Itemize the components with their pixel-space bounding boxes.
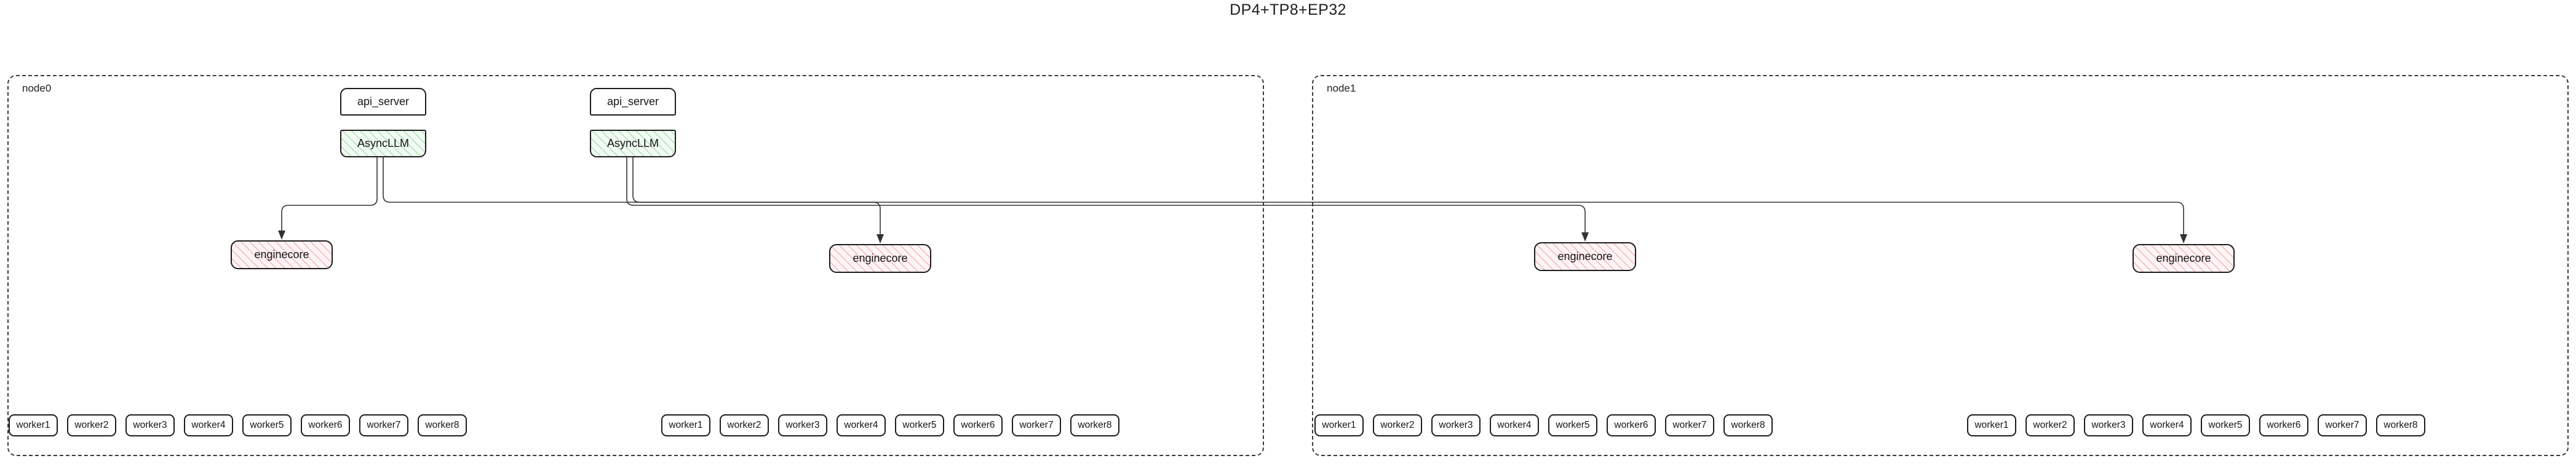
- worker-box[interactable]: worker8: [418, 414, 467, 436]
- worker-box[interactable]: worker8: [1070, 414, 1119, 436]
- worker-box[interactable]: worker6: [301, 414, 350, 436]
- node-cluster-label: node0: [22, 82, 52, 94]
- worker-box[interactable]: worker3: [1431, 414, 1481, 436]
- worker-box[interactable]: worker2: [720, 414, 769, 436]
- worker-box[interactable]: worker2: [1373, 414, 1422, 436]
- worker-box[interactable]: worker2: [2025, 414, 2075, 436]
- worker-box[interactable]: worker4: [184, 414, 233, 436]
- node-cluster-label: node1: [1327, 82, 1356, 94]
- api-server-box[interactable]: api_server: [340, 88, 426, 116]
- worker-box[interactable]: worker4: [2142, 414, 2192, 436]
- enginecore-box[interactable]: enginecore: [829, 244, 931, 273]
- worker-box[interactable]: worker3: [778, 414, 827, 436]
- node-cluster-node0: node0: [7, 75, 1264, 456]
- node-cluster-node1: node1: [1312, 75, 2569, 456]
- async-llm-box[interactable]: AsyncLLM: [340, 130, 426, 157]
- worker-box[interactable]: worker8: [2376, 414, 2425, 436]
- api-server-box[interactable]: api_server: [590, 88, 676, 116]
- enginecore-box[interactable]: enginecore: [1534, 242, 1636, 271]
- worker-box[interactable]: worker1: [661, 414, 710, 436]
- worker-box[interactable]: worker4: [837, 414, 886, 436]
- worker-box[interactable]: worker6: [953, 414, 1003, 436]
- page-title: DP4+TP8+EP32: [1230, 1, 1346, 18]
- worker-box[interactable]: worker6: [2259, 414, 2308, 436]
- worker-box[interactable]: worker5: [895, 414, 944, 436]
- worker-box[interactable]: worker1: [1967, 414, 2016, 436]
- worker-box[interactable]: worker5: [1548, 414, 1597, 436]
- worker-box[interactable]: worker1: [1314, 414, 1364, 436]
- worker-box[interactable]: worker1: [9, 414, 58, 436]
- async-llm-box[interactable]: AsyncLLM: [590, 130, 676, 157]
- worker-box[interactable]: worker8: [1723, 414, 1773, 436]
- worker-box[interactable]: worker5: [2201, 414, 2250, 436]
- worker-box[interactable]: worker3: [2084, 414, 2133, 436]
- worker-box[interactable]: worker7: [1012, 414, 1061, 436]
- enginecore-box[interactable]: enginecore: [2133, 244, 2235, 273]
- worker-box[interactable]: worker5: [242, 414, 292, 436]
- worker-box[interactable]: worker3: [125, 414, 175, 436]
- worker-box[interactable]: worker7: [2318, 414, 2367, 436]
- worker-box[interactable]: worker7: [1665, 414, 1714, 436]
- worker-box[interactable]: worker2: [67, 414, 116, 436]
- worker-box[interactable]: worker7: [359, 414, 408, 436]
- worker-box[interactable]: worker6: [1607, 414, 1656, 436]
- worker-box[interactable]: worker4: [1490, 414, 1539, 436]
- enginecore-box[interactable]: enginecore: [231, 240, 333, 269]
